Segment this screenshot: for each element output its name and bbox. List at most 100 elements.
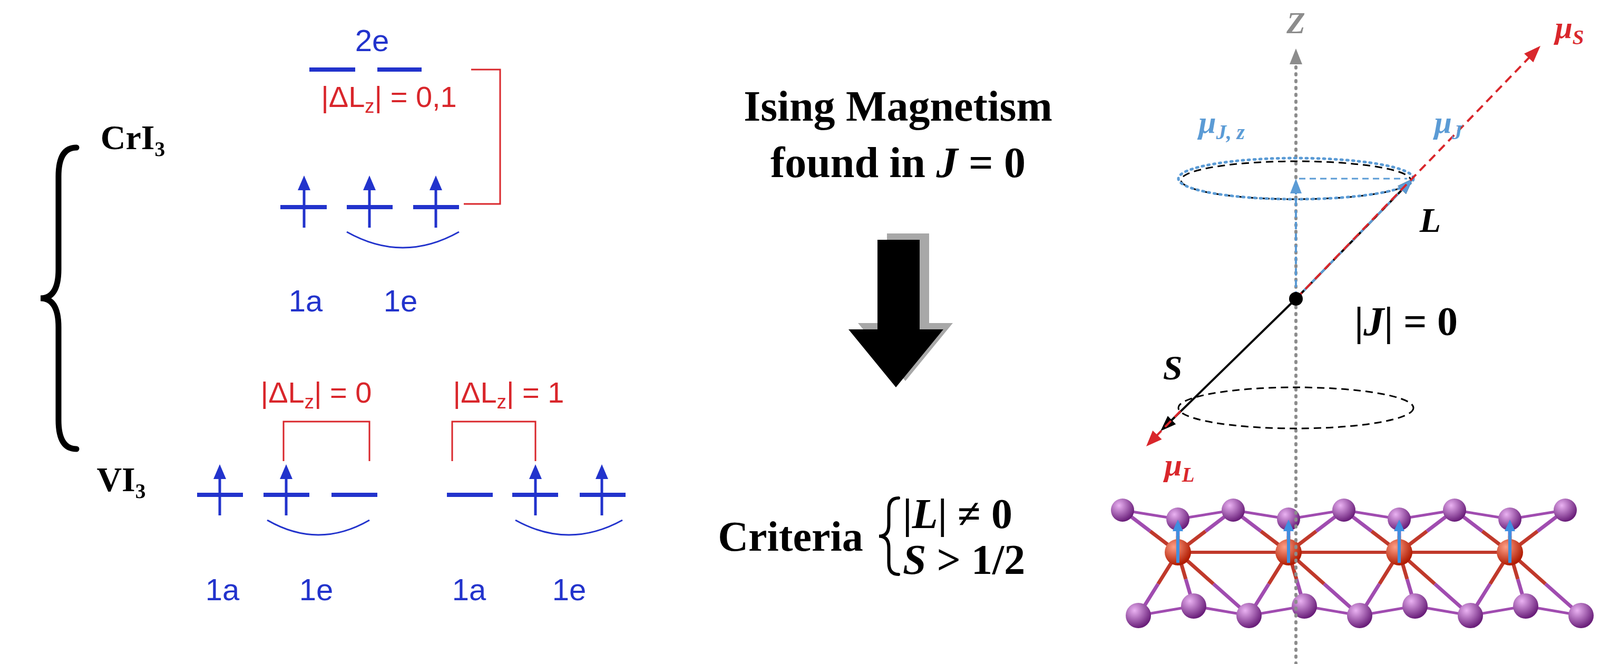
- iodine-atom: [1513, 593, 1539, 619]
- spin-arrow: [534, 475, 538, 516]
- spin-arrow-head: [363, 175, 376, 191]
- energy-level: [309, 67, 356, 72]
- iodine-atom: [1457, 602, 1484, 629]
- axis-label: Z: [1286, 4, 1305, 42]
- transition-bracket: [463, 69, 501, 204]
- vector-label: μL: [1164, 445, 1195, 484]
- text-run: | = 0: [1383, 298, 1458, 345]
- down-arrow: [848, 239, 944, 388]
- subscript-run: J, z: [1216, 120, 1245, 144]
- spin-arrow: [434, 187, 438, 228]
- spin-moment-vector-head: [1524, 45, 1541, 63]
- text-run: μ: [1554, 10, 1573, 45]
- spin-arrow: [600, 475, 604, 516]
- iodine-atom: [1110, 498, 1135, 522]
- subscript-run: z: [364, 95, 375, 117]
- total-moment-vector: [1295, 187, 1404, 299]
- text-run: | = 1: [506, 375, 565, 409]
- text-run: μ: [1164, 447, 1182, 483]
- italic-run: J: [1363, 298, 1384, 345]
- spin-arrow-head: [429, 175, 443, 191]
- degeneracy-arc: [515, 520, 623, 535]
- headline: Ising Magnetism found in J = 0: [713, 78, 1083, 191]
- text-run: |ΔL: [260, 375, 305, 409]
- text-run: 1a: [288, 283, 324, 318]
- spin-arrow-head: [529, 464, 542, 480]
- subscript-run: L: [1182, 463, 1195, 486]
- middle-graphics: [848, 233, 953, 575]
- criteria-brace: [879, 498, 899, 575]
- spin-arrow-head: [595, 464, 609, 480]
- degeneracy-arc: [346, 231, 460, 248]
- text-run: 1a: [205, 572, 240, 607]
- vector-diagram: [1146, 45, 1541, 664]
- spin-arrow: [285, 475, 288, 516]
- spin-moment-arrow: [1397, 529, 1401, 563]
- text-run: Z: [1286, 5, 1305, 41]
- subscript-run: S: [1572, 25, 1585, 49]
- iodine-atom: [1498, 507, 1522, 531]
- text-run: |: [902, 490, 913, 538]
- transition-bracket: [283, 421, 370, 462]
- precession-ellipse: [1178, 158, 1414, 200]
- text-run: | ≠ 0: [938, 490, 1013, 538]
- spin-moment-arrow-head: [1504, 519, 1516, 532]
- orbital-label: 2e: [355, 22, 390, 60]
- vector-label: μJ: [1434, 103, 1463, 142]
- iodine-atom: [1166, 507, 1190, 531]
- spin-arrow: [303, 187, 306, 228]
- text-run: Criteria: [717, 513, 863, 560]
- iodine-atom: [1181, 593, 1207, 619]
- spin-moment-arrow: [1176, 529, 1180, 563]
- orbital-label: 1e: [299, 571, 334, 609]
- text-run: | = 0: [314, 375, 373, 409]
- iodine-atom: [1332, 498, 1356, 522]
- orbital-label: 1e: [383, 282, 418, 320]
- spin-moment-arrow-head: [1393, 519, 1405, 532]
- transition-label: |ΔLz| = 0: [260, 374, 373, 411]
- text-run: VI₃: [96, 460, 146, 499]
- text-run: S: [1163, 348, 1183, 387]
- iodine-atom: [1387, 507, 1411, 531]
- cr-cr-bond: [1399, 550, 1510, 554]
- orbital-moment-vector-head: [1146, 430, 1163, 447]
- text-run: |ΔL: [453, 375, 497, 409]
- text-run: |: [1354, 298, 1364, 345]
- vector-label: μJ, z: [1198, 103, 1245, 142]
- degeneracy-arc: [267, 520, 370, 535]
- orbital-vector: [1295, 187, 1404, 299]
- spin-moment-arrow-head: [1283, 519, 1294, 532]
- text-run: 1e: [383, 283, 418, 318]
- spin-moment-arrow: [1286, 529, 1291, 563]
- orbital-label: 1a: [288, 282, 324, 320]
- projection-line: [1299, 178, 1408, 180]
- text-run: CrI₃: [100, 118, 165, 157]
- moment-z-component-head: [1290, 178, 1302, 194]
- transition-bracket: [452, 421, 536, 462]
- orbital-label: 1a: [205, 571, 240, 609]
- energy-level: [377, 67, 422, 72]
- spin-arrow-head: [213, 464, 227, 480]
- italic-run: J: [935, 138, 958, 187]
- criterion: S > 1/2: [902, 534, 1026, 585]
- spin-arrow-head: [297, 175, 311, 191]
- z-axis-head: [1289, 48, 1303, 65]
- precession-ellipse: [1178, 387, 1414, 429]
- vector-label: L: [1419, 199, 1441, 241]
- text-run: 1a: [452, 572, 487, 607]
- subscript-run: z: [304, 391, 315, 413]
- energy-level: [446, 492, 493, 497]
- subscript-run: z: [496, 391, 507, 413]
- spin-arrow: [218, 475, 222, 516]
- spin-moment-arrow-head: [1172, 519, 1184, 532]
- crystal-structure: [1110, 498, 1594, 629]
- text-run: | = 0,1: [374, 80, 457, 114]
- italic-run: L: [912, 490, 939, 538]
- criteria-heading: Criteria: [717, 511, 863, 562]
- quantity-label: |J| = 0: [1354, 296, 1458, 347]
- text-run: |ΔL: [320, 80, 365, 114]
- iodine-atom: [1221, 498, 1245, 522]
- iodine-atom: [1553, 498, 1577, 522]
- spin-arrow: [368, 187, 372, 228]
